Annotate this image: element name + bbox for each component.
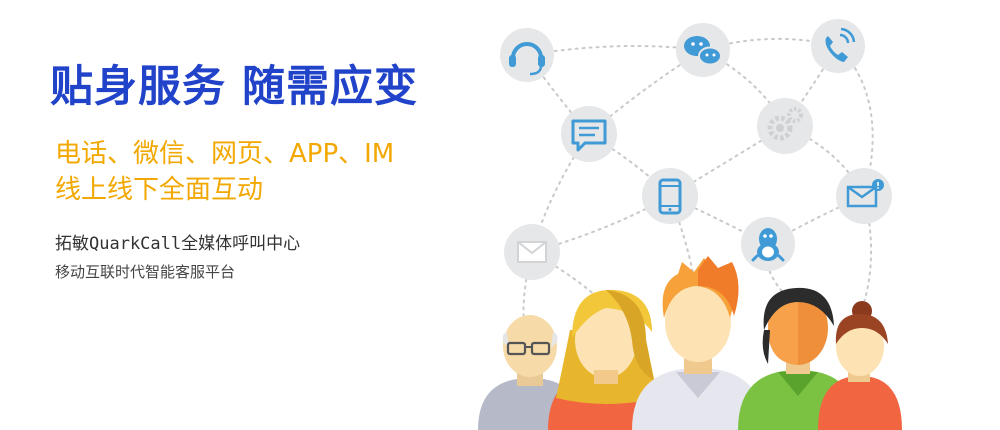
person-redhead-man xyxy=(632,256,764,430)
people-group xyxy=(478,256,902,430)
platform-tagline: 移动互联时代智能客服平台 xyxy=(55,263,236,281)
person-green-shirt-woman xyxy=(738,287,858,430)
wechat-icon xyxy=(676,23,730,77)
person-bun-woman xyxy=(818,301,902,430)
channels-text: 电话、微信、网页、APP、IM 线上线下全面互动 xyxy=(55,136,394,208)
headset-icon xyxy=(500,28,554,82)
channels-line-1: 电话、微信、网页、APP、IM xyxy=(55,139,395,169)
phone-call-icon xyxy=(811,19,865,73)
envelope-icon xyxy=(504,224,560,280)
email-alert-icon xyxy=(836,168,892,224)
mobile-phone-icon xyxy=(642,168,698,224)
qq-penguin-icon xyxy=(741,217,795,271)
chat-bubble-icon xyxy=(561,106,617,162)
person-blonde-woman xyxy=(548,289,664,430)
channels-line-2: 线上线下全面互动 xyxy=(55,175,264,205)
illustration xyxy=(470,0,930,430)
headline: 贴身服务 随需应变 xyxy=(50,62,418,112)
product-name: 拓敏QuarkCall全媒体呼叫中心 xyxy=(55,234,301,254)
settings-gears-icon xyxy=(757,98,813,154)
